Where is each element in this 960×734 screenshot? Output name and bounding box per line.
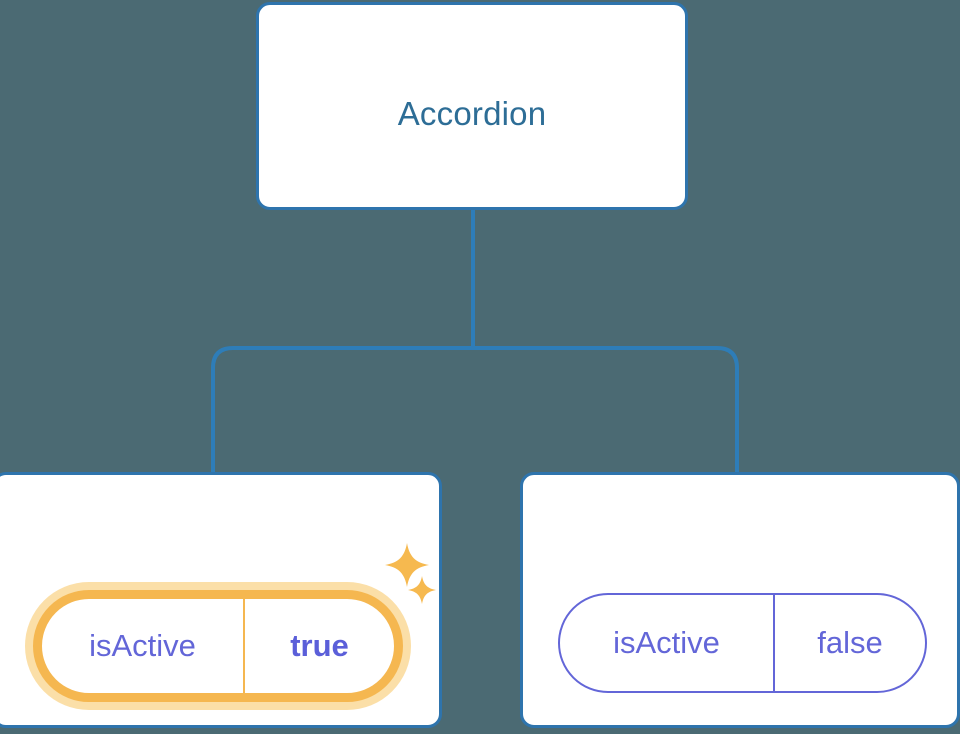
prop-pill-isactive-false[interactable]: isActive false (558, 593, 927, 693)
node-card-accordion[interactable]: Accordion (256, 2, 688, 210)
node-card-panel-inactive[interactable]: Panel isActive false (520, 472, 960, 728)
node-title-accordion: Accordion (397, 95, 547, 132)
connector-branch-left (211, 346, 475, 476)
prop-value-label: true (290, 628, 349, 663)
prop-pill-highlight-wrapper: isActive true (25, 582, 411, 710)
prop-key-label: isActive (42, 599, 245, 693)
connector-branch-right (471, 346, 739, 476)
prop-value-label: false (817, 625, 883, 660)
node-card-panel-active[interactable]: Panel isActive true (0, 472, 442, 728)
prop-pill-isactive-true[interactable]: isActive true (33, 590, 403, 702)
prop-key-label: isActive (560, 595, 775, 691)
